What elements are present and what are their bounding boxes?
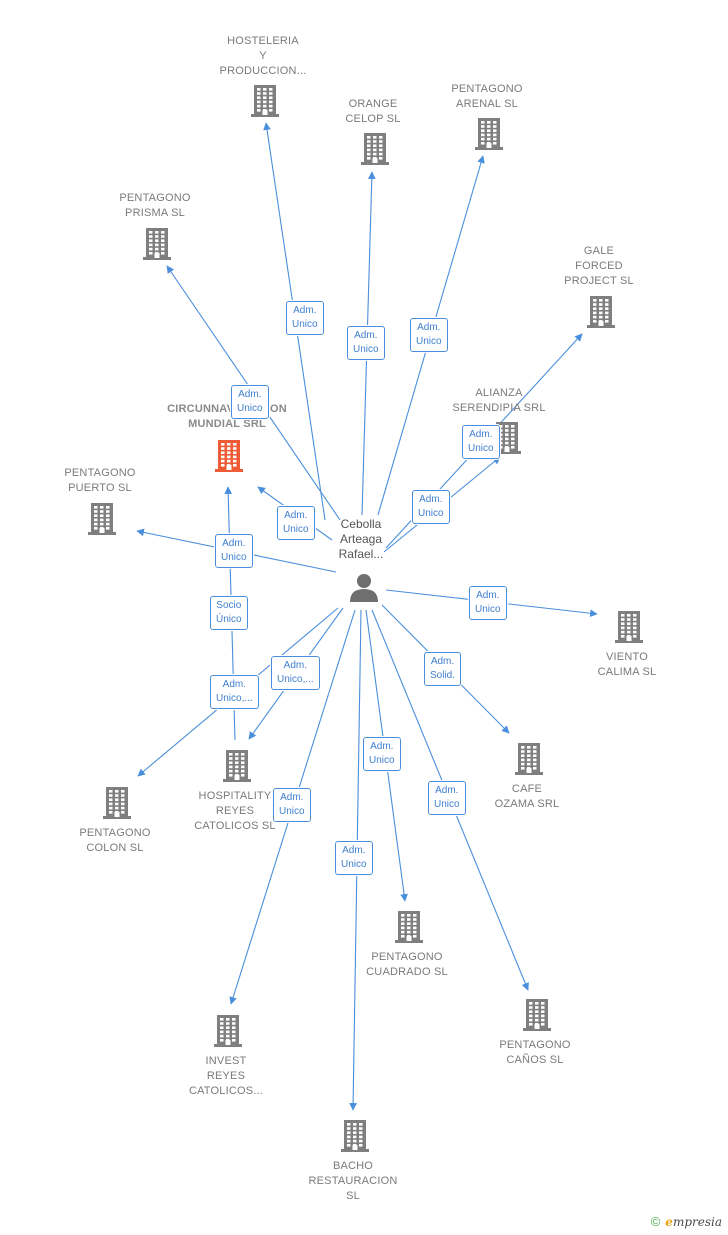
role-badge-puerto[interactable]: Adm. Unico (215, 534, 253, 568)
company-label: PENTAGONO CUADRADO SL (366, 951, 448, 978)
building-icon[interactable] (141, 226, 173, 260)
building-icon[interactable] (585, 294, 617, 328)
person-icon (350, 574, 378, 602)
brand-logo: empresia (665, 1214, 722, 1229)
role-badge-cuadrado[interactable]: Adm. Unico (363, 737, 401, 771)
company-label: ORANGE CELOP SL (345, 98, 401, 125)
company-label: PENTAGONO CAÑOS SL (499, 1039, 571, 1066)
role-badge-prisma[interactable]: Adm. Unico (231, 385, 269, 419)
company-label: CIRCUNNAVEGACION MUNDIAL SRL (167, 403, 287, 430)
role-badge-colon[interactable]: Adm. Unico,... (210, 675, 259, 709)
building-icon[interactable] (359, 131, 391, 165)
role-badge-invest[interactable]: Adm. Unico (273, 788, 311, 822)
company-label: HOSTELERIA Y PRODUCCION... (219, 35, 307, 77)
role-badge-bacho[interactable]: Adm. Unico (335, 841, 373, 875)
company-label: INVEST REYES CATOLICOS... (188, 1055, 264, 1097)
role-badge-hospitality[interactable]: Adm. Unico,... (271, 656, 320, 690)
building-icon[interactable] (613, 609, 645, 643)
role-badge-circunnav[interactable]: Adm. Unico (277, 506, 315, 540)
company-node-colon[interactable]: PENTAGONO COLON SL (55, 826, 175, 856)
company-node-arenal[interactable]: PENTAGONO ARENAL SL (427, 82, 547, 112)
company-label: CAFE OZAMA SRL (494, 783, 560, 810)
building-icon[interactable] (101, 785, 133, 819)
building-icon[interactable] (393, 909, 425, 943)
company-label: PENTAGONO COLON SL (79, 827, 151, 854)
building-icon[interactable] (339, 1118, 371, 1152)
role-badge-gale[interactable]: Adm. Unico (412, 490, 450, 524)
copyright-icon: © (650, 1214, 661, 1229)
person-name: Cebolla Arteaga Rafael... (338, 517, 384, 561)
footer-brand: © empresia (651, 1214, 722, 1229)
company-label: GALE FORCED PROJECT SL (564, 245, 634, 287)
building-icon[interactable] (473, 116, 505, 150)
building-icon[interactable] (513, 741, 545, 775)
company-node-viento[interactable]: VIENTO CALIMA SL (567, 650, 687, 680)
company-label: BACHO RESTAURACION SL (308, 1160, 398, 1202)
company-label: PENTAGONO PRISMA SL (119, 192, 191, 219)
company-label: PENTAGONO ARENAL SL (451, 83, 523, 110)
role-badge-orange[interactable]: Adm. Unico (347, 326, 385, 360)
company-node-cafe[interactable]: CAFE OZAMA SRL (467, 782, 587, 812)
company-node-gale[interactable]: GALE FORCED PROJECT SL (539, 244, 659, 289)
company-label: ALIANZA SERENDIPIA SRL (452, 387, 546, 414)
building-icon[interactable] (249, 83, 281, 117)
building-icon[interactable] (521, 997, 553, 1031)
company-node-invest[interactable]: INVEST REYES CATOLICOS... (166, 1054, 286, 1099)
company-label: PENTAGONO PUERTO SL (64, 467, 136, 494)
role-badge-viento[interactable]: Adm. Unico (469, 586, 507, 620)
company-node-hosteleria[interactable]: HOSTELERIA Y PRODUCCION... (203, 34, 323, 79)
company-node-circunnav[interactable]: CIRCUNNAVEGACION MUNDIAL SRL (167, 402, 287, 432)
company-node-canos[interactable]: PENTAGONO CAÑOS SL (475, 1038, 595, 1068)
company-node-orange[interactable]: ORANGE CELOP SL (313, 97, 433, 127)
building-icon[interactable] (213, 438, 245, 472)
role-badge-alianza[interactable]: Adm. Unico (462, 425, 500, 459)
role-badge-hosteleria[interactable]: Adm. Unico (286, 301, 324, 335)
company-node-bacho[interactable]: BACHO RESTAURACION SL (293, 1159, 413, 1204)
building-icon[interactable] (491, 420, 523, 454)
company-node-puerto[interactable]: PENTAGONO PUERTO SL (40, 466, 160, 496)
company-node-alianza[interactable]: ALIANZA SERENDIPIA SRL (439, 386, 559, 416)
role-badge-cafe[interactable]: Adm. Solid. (424, 652, 462, 686)
role-badge-canos[interactable]: Adm. Unico (428, 781, 466, 815)
company-node-prisma[interactable]: PENTAGONO PRISMA SL (95, 191, 215, 221)
role-badge-arenal[interactable]: Adm. Unico (410, 318, 448, 352)
building-icon[interactable] (221, 748, 253, 782)
company-label: VIENTO CALIMA SL (597, 651, 657, 678)
company-node-hospitality[interactable]: HOSPITALITY REYES CATOLICOS SL (175, 789, 295, 834)
role-badge-hospitality-circunnav[interactable]: Socio Único (210, 596, 248, 630)
building-icon[interactable] (86, 501, 118, 535)
person-node[interactable] (348, 572, 380, 604)
company-node-cuadrado[interactable]: PENTAGONO CUADRADO SL (347, 950, 467, 980)
building-icon[interactable] (212, 1013, 244, 1047)
company-label: HOSPITALITY REYES CATOLICOS SL (194, 790, 276, 832)
